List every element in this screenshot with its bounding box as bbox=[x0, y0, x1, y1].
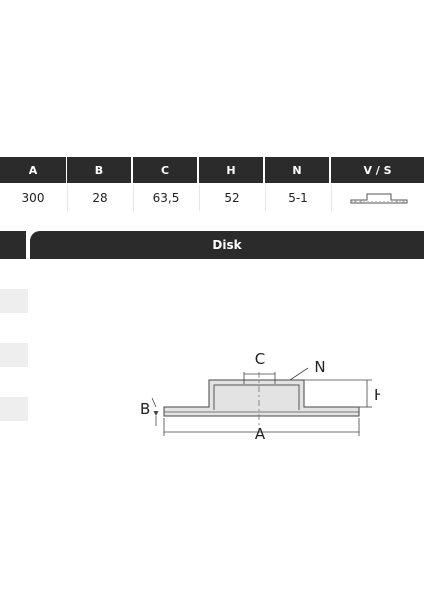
label-a: A bbox=[255, 425, 266, 443]
label-c: C bbox=[255, 350, 265, 368]
disk-hat-inner bbox=[213, 384, 300, 410]
spec-header-row: A B C H N V / S bbox=[0, 157, 424, 183]
header-h: H bbox=[199, 157, 263, 183]
value-n: 5-1 bbox=[265, 185, 330, 211]
value-b: 28 bbox=[67, 185, 132, 211]
header-n: N bbox=[265, 157, 329, 183]
header-vs: V / S bbox=[331, 157, 424, 183]
header-b: B bbox=[67, 157, 131, 183]
side-thumbnail-2[interactable] bbox=[0, 343, 28, 367]
spec-value-row: 300 28 63,5 52 5-1 bbox=[0, 185, 424, 211]
disk-dimension-diagram: C N H B A bbox=[140, 350, 380, 443]
value-c: 63,5 bbox=[133, 185, 198, 211]
dim-b-top bbox=[151, 397, 157, 408]
label-n: N bbox=[314, 358, 325, 376]
dim-n-leader bbox=[289, 367, 309, 381]
header-c: C bbox=[133, 157, 197, 183]
value-vs bbox=[331, 185, 424, 211]
label-b: B bbox=[140, 400, 150, 418]
value-h: 52 bbox=[199, 185, 264, 211]
side-thumbnail-1[interactable] bbox=[0, 289, 28, 313]
label-h: H bbox=[374, 386, 380, 404]
dim-b-arrow bbox=[153, 411, 159, 416]
section-title: Disk bbox=[30, 231, 424, 259]
disk-cross-section bbox=[163, 379, 360, 417]
disc-profile-icon bbox=[350, 193, 407, 204]
header-a: A bbox=[0, 157, 66, 183]
side-thumbnail-3[interactable] bbox=[0, 397, 28, 421]
value-a: 300 bbox=[21, 191, 45, 205]
section-left-tab bbox=[0, 231, 26, 259]
